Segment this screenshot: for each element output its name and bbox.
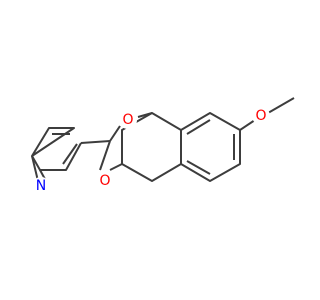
- dioxolane-o-c2-lower: [99, 140, 111, 171]
- molecule-drawing: [31, 97, 295, 182]
- atom-labels-layer: O O O N: [32, 107, 270, 195]
- c2-pyridine-bond: [80, 140, 111, 144]
- pyridine-ring-bonds: [31, 127, 82, 171]
- lower-ring-oxygen-label: O: [99, 173, 110, 189]
- o-aryl-bond: [239, 119, 256, 131]
- lower-ring-oxygen-atom: O: [96, 172, 114, 190]
- pyridine-inner-bond-1: [62, 143, 78, 165]
- pyridine-nitrogen-atom: N: [32, 177, 50, 195]
- upper-ring-oxygen-atom: O: [119, 111, 137, 129]
- methoxy-oxygen-atom: O: [252, 107, 270, 125]
- pyridine-nitrogen-label: N: [36, 178, 46, 194]
- pyridine-n-bond-2: [31, 155, 39, 182]
- structure-canvas: O O O N: [31, 97, 295, 195]
- dioxolane-c-o-upper: [137, 112, 153, 118]
- methyl-o-bond: [267, 97, 295, 114]
- methoxy-oxygen-label: O: [255, 108, 266, 124]
- dioxolane-o-c2-upper: [109, 125, 121, 142]
- upper-ring-oxygen-label: O: [122, 112, 133, 128]
- dioxolane-c-o-lower: [109, 163, 123, 171]
- aromatic-inner-bond-3: [186, 119, 211, 135]
- aromatic-inner-bond-2: [186, 160, 211, 175]
